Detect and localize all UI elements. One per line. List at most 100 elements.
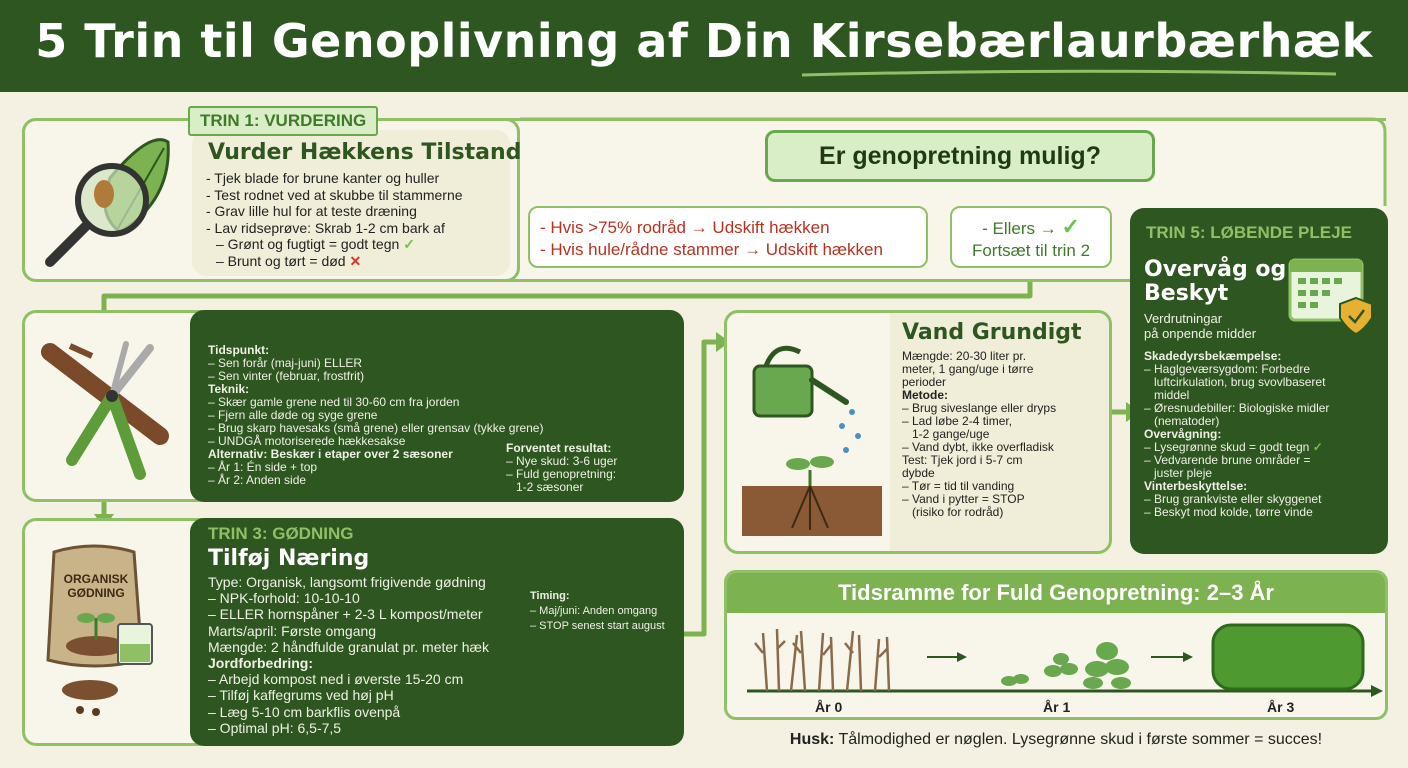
year-3-label: År 3 (1267, 699, 1295, 715)
technique-item: – Brug skarp havesaks (små grene) eller … (208, 421, 544, 435)
test-line: dybde (902, 466, 935, 480)
winter-item: – Brug grankviste eller skyggenet (1144, 492, 1322, 506)
pest-item: luftcirkulation, brug svovlbaseret (1154, 375, 1326, 389)
timeline-title: Tidsramme for Fuld Genopretning: 2–3 År (727, 573, 1385, 613)
good-sign-text: – Grønt og fugtigt = godt tegn (216, 236, 400, 252)
else-text: - Ellers → (982, 219, 1057, 238)
step3-tag: TRIN 3: GØDNING (208, 524, 354, 543)
step1-item: - Tjek blade for brune kanter og huller (206, 170, 440, 186)
test-line: Test: Tjek jord i 5-7 cm (902, 453, 1023, 467)
step3-icon-area (22, 518, 202, 746)
technique-heading: Teknik: (208, 382, 250, 396)
step3-title: Tilføj Næring (208, 546, 370, 571)
alternative-item: – År 1: Én side + top (208, 460, 318, 474)
soil-item: – Læg 5-10 cm barkflis ovenpå (208, 703, 401, 720)
amount-line: perioder (902, 375, 947, 389)
decision-question: Er genopretning mulig? (765, 130, 1155, 182)
continue-box: - Ellers → ✓ Fortsæt til trin 2 (950, 206, 1112, 268)
alt-fertilizer-line: – ELLER hornspåner + 2-3 L kompost/meter (208, 606, 483, 623)
bag-label-line1: ORGANISK (63, 572, 129, 586)
step2-result: Forventet resultat: – Nye skud: 3-6 uger… (506, 442, 617, 494)
check-icon: ✓ (1061, 214, 1080, 239)
young-shoots (1001, 642, 1131, 689)
step1-text-area (192, 130, 510, 276)
alternative-item: – År 2: Anden side (208, 473, 307, 487)
first-round-line: Marts/april: Første omgang (208, 622, 377, 639)
check-icon: ✓ (403, 236, 415, 252)
bag-label: ORGANISK GØDNING (56, 572, 136, 600)
step2-title: Beskær Korrekt (208, 318, 403, 343)
header: 5 Trin til Genoplivning af Din Kirsebærl… (0, 0, 1408, 92)
soil-item: – Arbejd kompost ned i øverste 15-20 cm (208, 671, 464, 688)
remember-text: Tålmodighed er nøglen. Lysegrønne skud i… (834, 731, 1323, 748)
pest-item: (nematoder) (1154, 414, 1220, 428)
result-item: – Fuld genopretning: (506, 467, 617, 481)
result-item: – Nye skud: 3-6 uger (506, 454, 618, 468)
step5-title-line2: Beskyt (1144, 281, 1229, 306)
replace-conditions: - Hvis >75% rodråd → Udskift hækken - Hv… (528, 206, 928, 268)
step4-list: Mængde: 20-30 liter pr. meter, 1 gang/ug… (902, 350, 1056, 519)
subtitle-line: Verdrutningar (1144, 311, 1223, 326)
test-item: – Vand i pytter = STOP (902, 492, 1025, 506)
method-item: – Brug siveslange eller dryps (902, 401, 1057, 415)
page-title: 5 Trin til Genoplivning af Din Kirsebærl… (35, 14, 1373, 68)
check-icon: ✓ (1312, 440, 1323, 454)
step1-item: - Grav lille hul for at teste dræning (206, 203, 417, 219)
technique-item: – Fjern alle døde og syge grene (208, 408, 378, 422)
soil-item: – Tilføj kaffegrums ved høj pH (208, 687, 394, 704)
winter-heading: Vinterbeskyttelse: (1144, 479, 1248, 493)
timing-heading: Tidspunkt: (208, 343, 270, 357)
step4-title: Vand Grundigt (902, 320, 1082, 345)
type-line: Type: Organisk, langsomt frigivende gødn… (208, 574, 486, 590)
bag-label-line2: GØDNING (67, 586, 125, 600)
step3-panel (190, 518, 684, 746)
soil-heading: Jordforbedring: (208, 655, 313, 672)
continue-text: Fortsæt til trin 2 (971, 241, 1091, 260)
step3-timing: Timing: – Maj/juni: Anden omgang – STOP … (530, 590, 665, 633)
step2-list: Tidspunkt: – Sen forår (maj-juni) ELLER … (208, 344, 543, 487)
step2-panel (190, 310, 684, 502)
timing-item: – Sen forår (maj-juni) ELLER (208, 356, 363, 370)
method-item: 1-2 gange/uge (912, 427, 990, 441)
remember-note: Husk: Tålmodighed er nøglen. Lysegrønne … (724, 731, 1388, 749)
bare-shrubs (754, 628, 891, 692)
test-item: – Tør = tid til vanding (902, 479, 1015, 493)
winter-item: – Beskyt mod kolde, tørre vinde (1144, 505, 1313, 519)
step5-tag: TRIN 5: LØBENDE PLEJE (1146, 223, 1352, 242)
step5-list: Skadedyrsbekæmpelse: – Haglgeværsygdom: … (1144, 350, 1329, 519)
growth-illustration (747, 623, 1383, 697)
replace-condition-stems: - Hvis hule/rådne stammer → Udskift hækk… (540, 240, 883, 259)
soil-item: – Optimal pH: 6,5-7,5 (208, 719, 342, 736)
timeline-panel: Tidsramme for Fuld Genopretning: 2–3 År … (724, 570, 1388, 720)
step1-tag: TRIN 1: VURDERING (188, 106, 379, 136)
method-heading: Metode: (902, 388, 948, 402)
monitoring-item: – Vedvarende brune områder = (1144, 453, 1311, 467)
bad-sign-text: – Brunt og tørt = død (216, 252, 346, 269)
step5-title: Overvåg og Beskyt (1144, 258, 1286, 306)
timing-item: – STOP senest start august (530, 620, 665, 632)
step2-icon-area (22, 310, 202, 502)
cross-icon: ✕ (349, 252, 362, 269)
step1-item: - Lav ridseprøve: Skrab 1-2 cm bark af (206, 219, 445, 236)
step5-subtitle: Verdrutningar på onpende midder (1144, 311, 1256, 341)
monitoring-item: – Lysegrønne skud = godt tegn (1144, 440, 1310, 454)
technique-item: – UNDGÅ motoriserede hækkesakse (208, 434, 406, 448)
step1-item: - Test rodnet ved at skubbe til stammern… (206, 186, 463, 203)
step5-title-line1: Overvåg og (1144, 257, 1287, 282)
step1-list: - Tjek blade for brune kanter og huller … (206, 170, 463, 269)
pest-item: middel (1154, 388, 1190, 402)
monitoring-item: juster pleje (1154, 466, 1213, 480)
remember-label: Husk: (789, 731, 835, 748)
pest-item: – Øresnudebiller: Biologiske midler (1144, 401, 1330, 415)
timing-item: – Maj/juni: Anden omgang (530, 605, 658, 617)
step4-text-area (890, 313, 1109, 551)
title-underline (801, 69, 1337, 77)
pest-heading: Skadedyrsbekæmpelse: (1144, 349, 1282, 363)
subtitle-line: på onpende midder (1144, 326, 1257, 341)
technique-item: – Skær gamle grene ned til 30-60 cm fra … (208, 395, 460, 409)
test-item: (risiko for rodråd) (912, 505, 1004, 519)
full-hedge (1211, 623, 1365, 691)
alternative-heading: Alternativ: Beskær i etaper over 2 sæson… (208, 447, 453, 461)
amount-line: Mængde: 20-30 liter pr. (902, 349, 1027, 363)
method-item: – Lad løbe 2-4 timer, (902, 414, 1013, 428)
